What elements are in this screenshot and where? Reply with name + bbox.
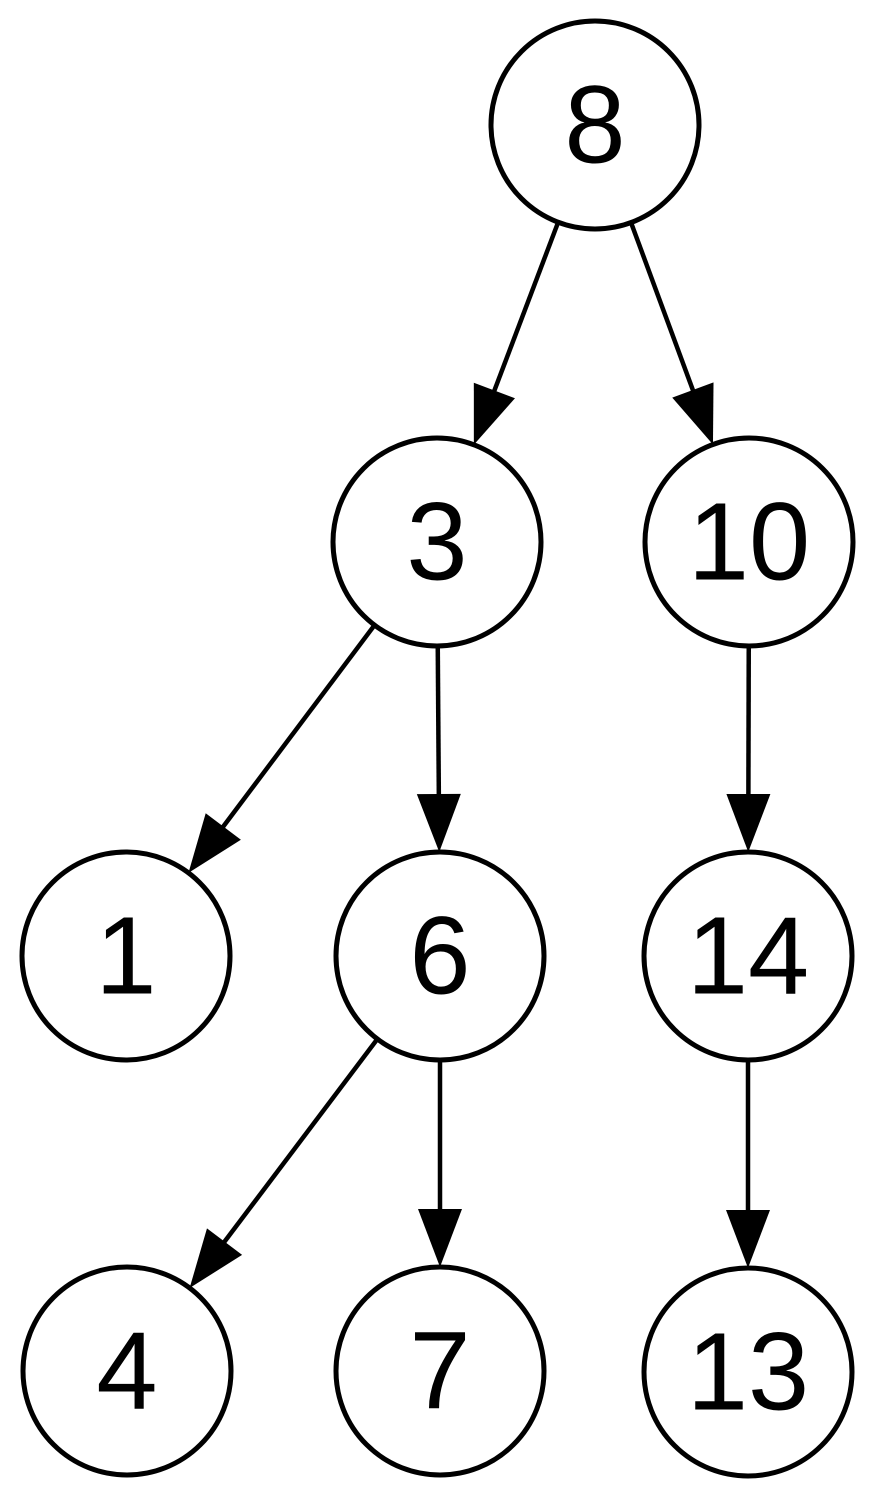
arrowhead-icon-10-14 (726, 793, 771, 853)
node-circle-13 (641, 1265, 855, 1479)
arrowhead-icon-14-13 (726, 1210, 770, 1268)
arrowhead-icon-6-7 (418, 1209, 462, 1267)
arrowhead-icon-8-10 (672, 382, 714, 445)
arrowhead-icon-3-6 (416, 793, 461, 853)
node-circle-8 (488, 18, 702, 232)
node-label-14: 14 (687, 895, 809, 1018)
arrowhead-icon-8-3 (473, 382, 515, 445)
edge-3-6 (435, 645, 442, 800)
edge-6-4 (219, 1037, 380, 1248)
tree-node-6: 6 (333, 849, 547, 1063)
tree-node-10: 10 (642, 435, 856, 649)
node-label-3: 3 (406, 481, 467, 604)
node-label-7: 7 (409, 1310, 470, 1433)
tree-node-13: 13 (641, 1265, 855, 1479)
node-circle-3 (330, 435, 544, 649)
node-label-10: 10 (688, 481, 810, 604)
node-circle-7 (333, 1264, 547, 1478)
node-circle-10 (642, 435, 856, 649)
tree-node-14: 14 (641, 849, 855, 1063)
tree-node-4: 4 (20, 1264, 234, 1478)
tree-node-1: 1 (19, 849, 233, 1063)
tree-node-8: 8 (488, 18, 702, 232)
node-label-8: 8 (564, 64, 625, 187)
node-circle-6 (333, 849, 547, 1063)
tree-node-7: 7 (333, 1264, 547, 1478)
arrowhead-icon-6-4 (189, 1228, 243, 1288)
edge-8-10 (628, 221, 697, 396)
node-label-13: 13 (687, 1311, 809, 1434)
edge-8-3 (490, 221, 561, 396)
node-label-6: 6 (409, 895, 470, 1018)
node-circle-14 (641, 849, 855, 1063)
arrowhead-icon-3-1 (188, 813, 241, 873)
node-circle-4 (20, 1264, 234, 1478)
node-circle-1 (19, 849, 233, 1063)
node-label-1: 1 (95, 895, 156, 1018)
tree-node-3: 3 (330, 435, 544, 649)
node-label-4: 4 (96, 1310, 157, 1433)
edge-3-1 (218, 623, 377, 832)
